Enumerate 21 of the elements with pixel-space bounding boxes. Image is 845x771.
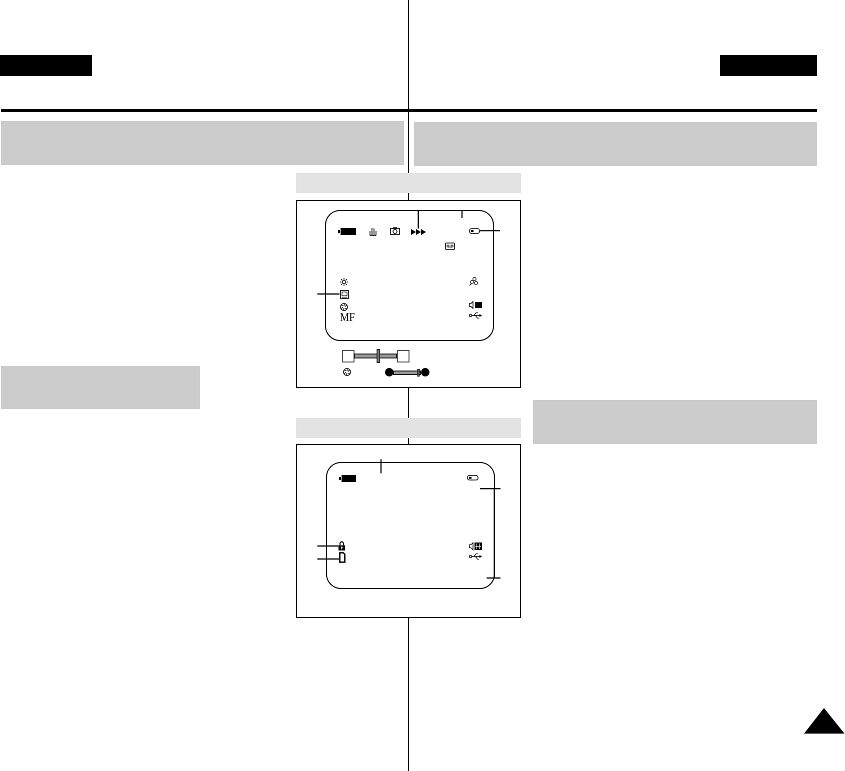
leader-line xyxy=(418,211,419,228)
leader-line xyxy=(380,459,382,474)
switch-icon xyxy=(469,228,480,234)
caption-bar xyxy=(296,172,521,193)
leader-line xyxy=(461,210,463,218)
caption-bar xyxy=(296,418,521,438)
card-icon xyxy=(339,552,346,564)
photo-icon xyxy=(340,290,348,299)
leader-line xyxy=(317,558,340,560)
heading-bar xyxy=(414,122,817,166)
leader-line xyxy=(317,293,340,295)
leader-line xyxy=(317,545,338,547)
heading-bar xyxy=(1,366,200,409)
leader-line xyxy=(480,230,500,232)
display-outline xyxy=(325,210,494,341)
heading-bar xyxy=(532,400,817,444)
display-outline xyxy=(326,462,494,590)
fast-forward-icon xyxy=(410,228,426,234)
lock-icon xyxy=(338,540,346,551)
heading-bar xyxy=(1,121,404,164)
mode-label: MF xyxy=(340,311,355,323)
